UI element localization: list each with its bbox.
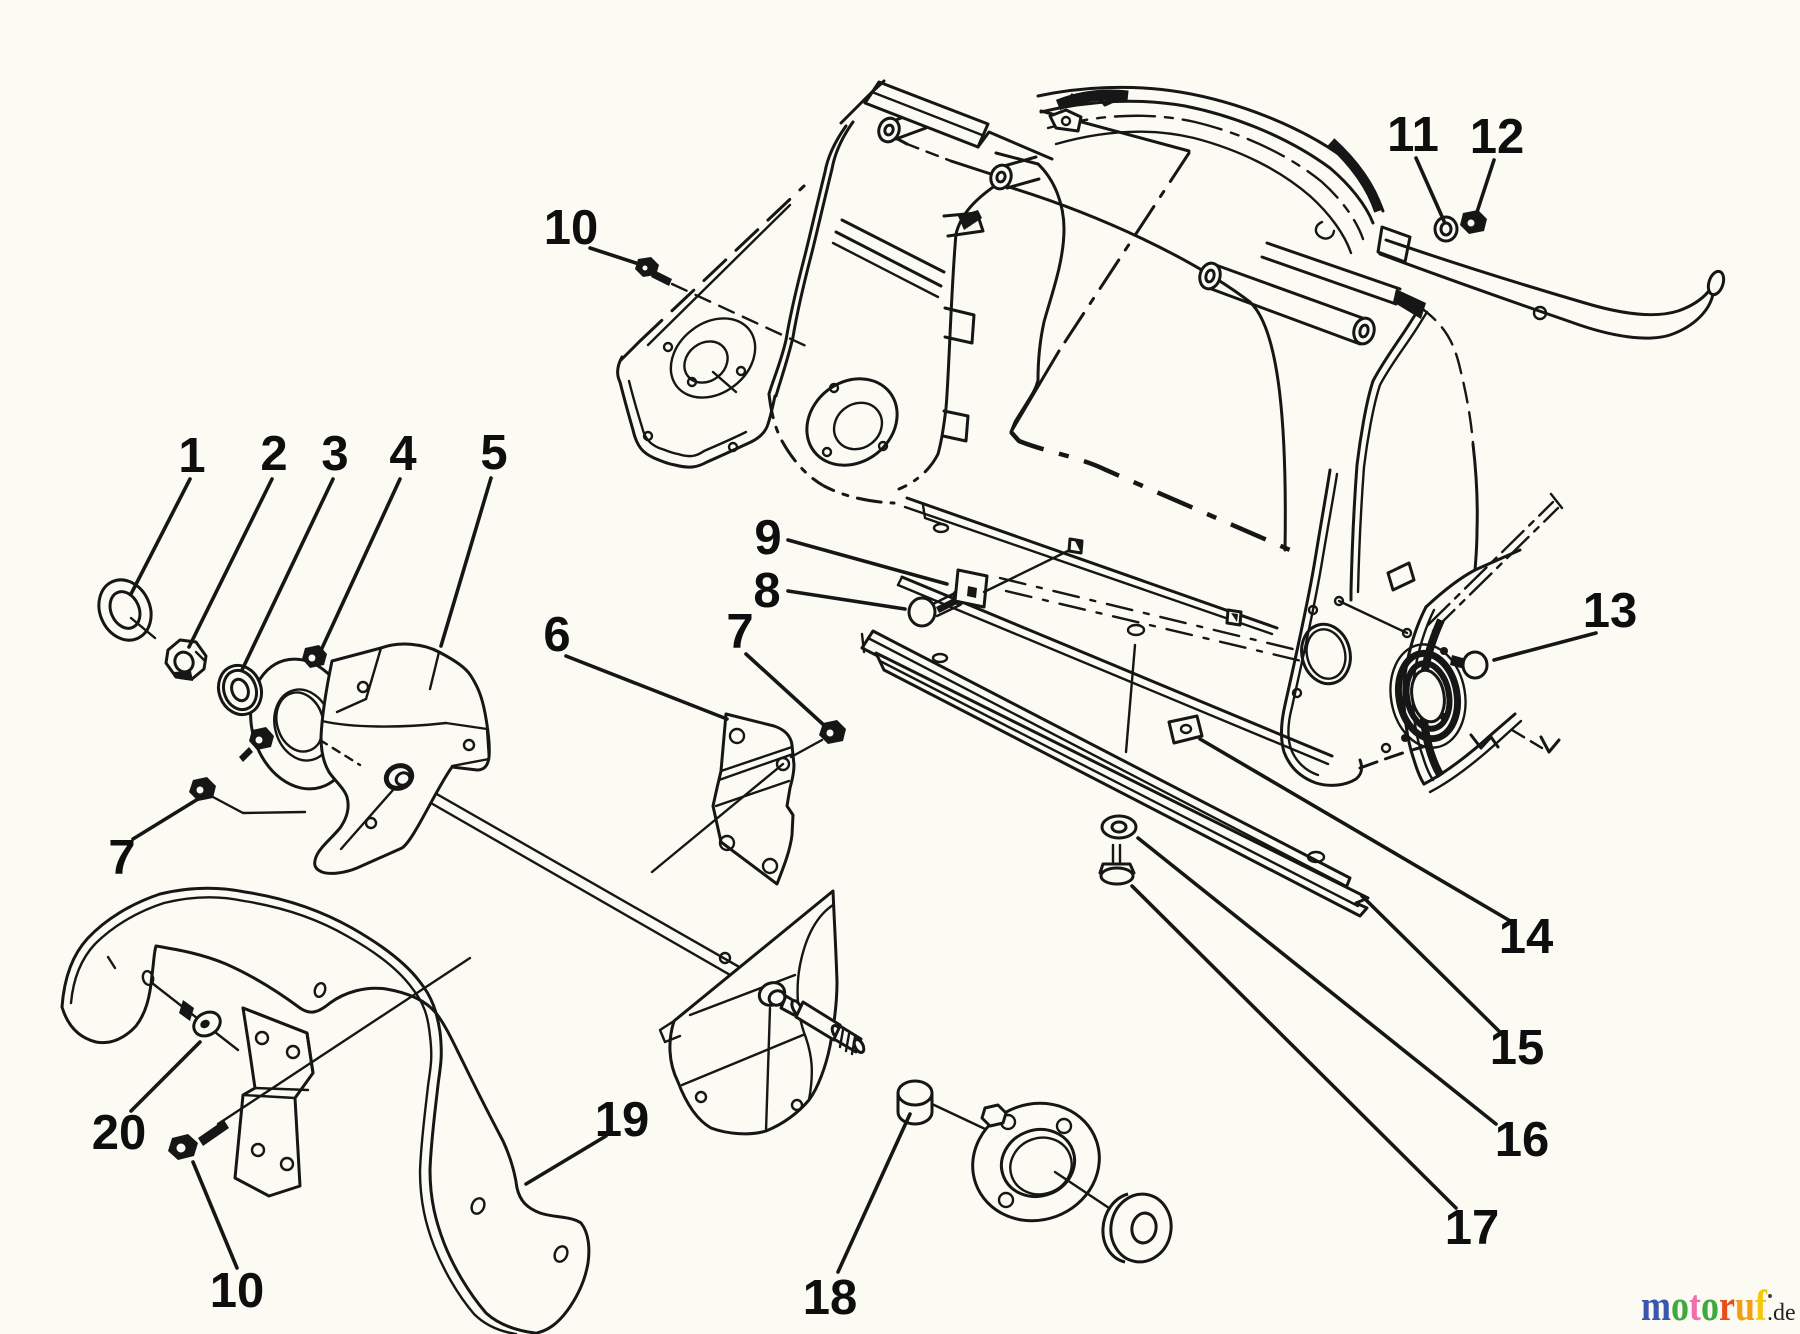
svg-text:11: 11 [1387, 108, 1439, 162]
svg-text:7: 7 [726, 605, 753, 659]
svg-text:10: 10 [210, 1264, 265, 1318]
svg-text:16: 16 [1495, 1113, 1550, 1167]
svg-text:6: 6 [543, 608, 570, 662]
svg-text:8: 8 [753, 564, 780, 618]
svg-text:15: 15 [1490, 1021, 1545, 1075]
svg-text:9: 9 [754, 511, 781, 565]
svg-text:18: 18 [803, 1271, 858, 1325]
svg-text:17: 17 [1445, 1201, 1500, 1255]
svg-text:3: 3 [321, 427, 348, 481]
svg-text:7: 7 [108, 831, 135, 885]
svg-text:motoruf: motoruf [1641, 1283, 1768, 1330]
svg-text:1: 1 [178, 429, 205, 483]
svg-text:19: 19 [595, 1093, 650, 1147]
svg-text:.de: .de [1767, 1300, 1796, 1326]
svg-text:20: 20 [92, 1106, 147, 1160]
svg-text:13: 13 [1583, 584, 1638, 638]
svg-text:4: 4 [389, 427, 416, 481]
svg-text:5: 5 [480, 426, 507, 480]
svg-text:14: 14 [1499, 910, 1554, 964]
svg-text:12: 12 [1470, 110, 1525, 164]
svg-text:10: 10 [544, 201, 599, 255]
svg-text:2: 2 [260, 427, 287, 481]
